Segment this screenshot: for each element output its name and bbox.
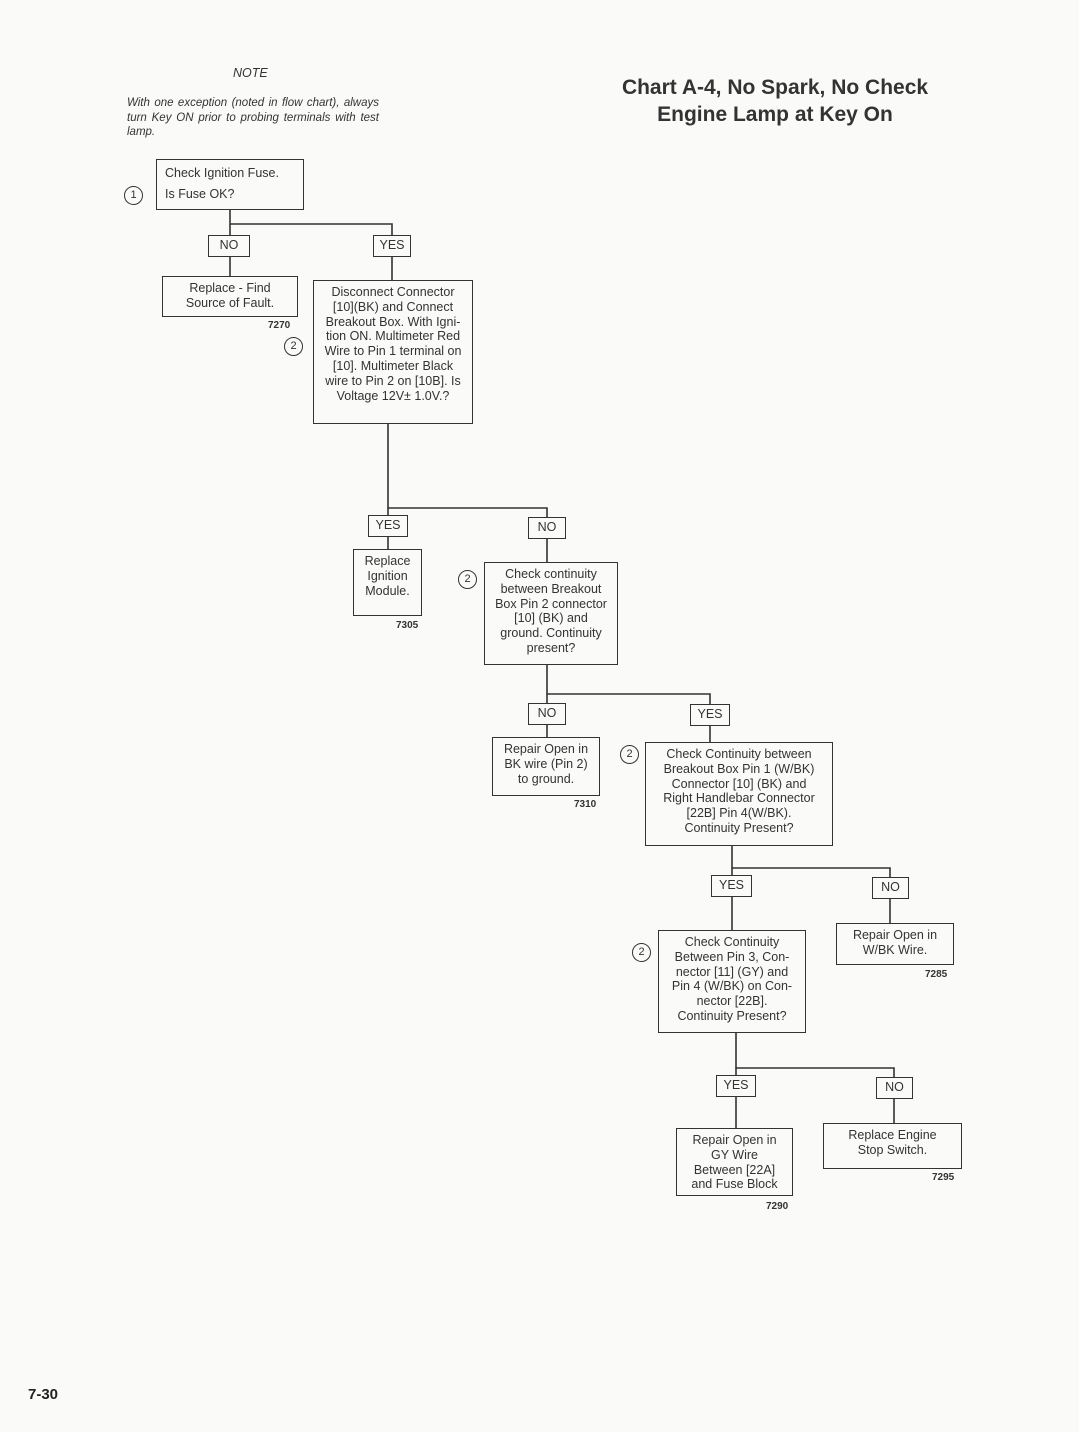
yes-label: YES xyxy=(716,1075,756,1097)
yes-label: YES xyxy=(690,704,730,726)
no-label: NO xyxy=(528,517,566,539)
ref-7295: 7295 xyxy=(932,1172,955,1183)
yes-label: YES xyxy=(368,515,408,537)
step-marker-2: 2 xyxy=(458,570,477,589)
ref-7285: 7285 xyxy=(925,969,948,980)
yes-label: YES xyxy=(711,875,752,897)
chart-title: Chart A-4, No Spark, No Check Engine Lam… xyxy=(621,76,929,126)
no-label: NO xyxy=(528,703,566,725)
ref-7290: 7290 xyxy=(766,1201,789,1212)
ref-7310: 7310 xyxy=(574,799,597,810)
ref-7305: 7305 xyxy=(396,620,419,631)
note-body: With one exception (noted in flow chart)… xyxy=(127,97,379,138)
note-heading: NOTE xyxy=(233,66,268,80)
step-marker-1: 1 xyxy=(124,186,143,205)
check-ground-continuity-box: Check continuity between Breakout Box Pi… xyxy=(484,562,618,665)
repair-bk-wire-box: Repair Open in BK wire (Pin 2) to ground… xyxy=(492,737,600,796)
repair-gy-wire-box: Repair Open in GY Wire Between [22A] and… xyxy=(676,1128,793,1196)
yes-label: YES xyxy=(373,235,411,257)
ref-7270: 7270 xyxy=(268,320,291,331)
check-ignition-fuse-box: Check Ignition Fuse. Is Fuse OK? xyxy=(156,159,304,210)
no-label: NO xyxy=(872,877,909,899)
check-pin1-continuity-box: Check Continuity between Breakout Box Pi… xyxy=(645,742,833,846)
step-marker-2: 2 xyxy=(632,943,651,962)
check-pin3-continuity-box: Check Continuity Between Pin 3, Con- nec… xyxy=(658,930,806,1033)
no-label: NO xyxy=(208,235,250,257)
step-marker-2: 2 xyxy=(284,337,303,356)
replace-ignition-module-box: Replace Ignition Module. xyxy=(353,549,422,616)
no-label: NO xyxy=(876,1077,913,1099)
disconnect-connector-box: Disconnect Connector [10](BK) and Connec… xyxy=(313,280,473,424)
replace-engine-stop-switch-box: Replace Engine Stop Switch. xyxy=(823,1123,962,1169)
page-number: 7-30 xyxy=(28,1386,59,1403)
step-marker-2: 2 xyxy=(620,745,639,764)
repair-wbk-wire-box: Repair Open in W/BK Wire. xyxy=(836,923,954,965)
replace-find-source-box: Replace - Find Source of Fault. xyxy=(162,276,298,317)
